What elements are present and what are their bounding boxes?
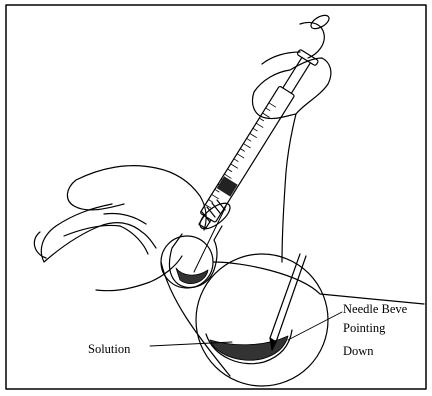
solution-label: Solution — [88, 342, 130, 356]
syringe — [193, 49, 319, 232]
right-hand — [253, 22, 331, 262]
magnified-circle — [196, 254, 328, 386]
bevel-label-line-1: Needle Beve — [343, 302, 407, 316]
bevel-callout — [288, 312, 342, 340]
bevel-label-line-2: Pointing — [343, 321, 385, 335]
plunger-thumb-pad — [309, 13, 331, 32]
bevel-label-line-3: Down — [343, 344, 374, 358]
vial-solution — [176, 268, 208, 284]
